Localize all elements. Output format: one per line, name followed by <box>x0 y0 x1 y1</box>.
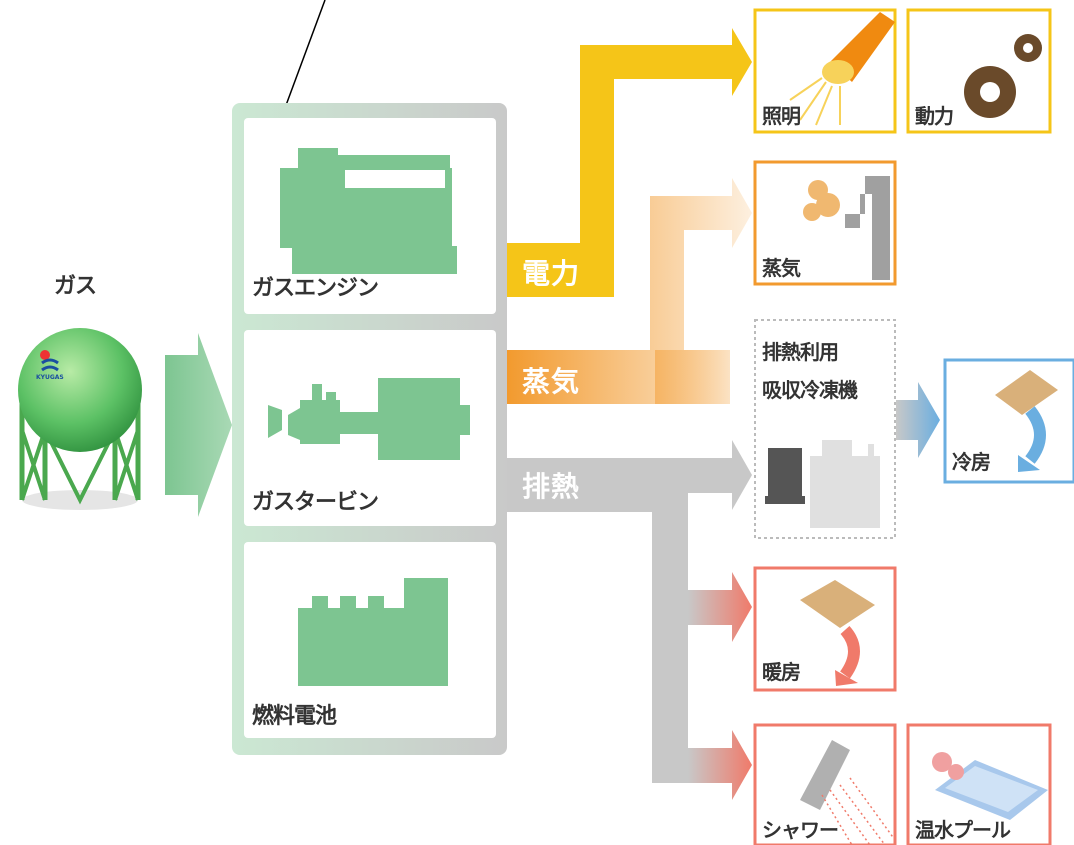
electricity-flow-label: 電力 <box>522 257 581 290</box>
pool-label: 温水プール <box>915 818 1011 842</box>
electricity-flow <box>507 28 752 297</box>
shower-head-icon <box>800 740 896 845</box>
exhaust-heat-flow-label: 排熱 <box>522 470 581 503</box>
heating-panel-icon <box>800 580 875 686</box>
pool-icon <box>932 752 1048 820</box>
gas-source-label: ガス <box>54 274 97 299</box>
gas-tank-icon <box>18 328 142 510</box>
heating-label: 暖房 <box>762 660 801 684</box>
cooling-box <box>943 358 1074 484</box>
gas-engine-label: ガスエンジン <box>252 276 379 301</box>
chiller-label-line2: 吸収冷凍機 <box>762 378 858 402</box>
heating-arrow <box>688 572 752 642</box>
input-arrow <box>165 333 232 517</box>
gas-turbine-icon <box>268 378 470 460</box>
cooling-arrow <box>896 382 940 458</box>
steam-use-label: 蒸気 <box>762 256 801 280</box>
fuel-cell-icon <box>298 578 448 686</box>
shower-arrow <box>688 730 752 800</box>
gear-icon <box>964 34 1042 118</box>
shower-label: シャワー <box>762 818 839 842</box>
lighting-label: 照明 <box>762 104 801 128</box>
cooling-panel-icon <box>995 370 1058 472</box>
steam-flow-label: 蒸気 <box>522 365 581 398</box>
gas-turbine-label: ガスタービン <box>252 490 379 515</box>
steam-pipe-icon <box>803 176 890 280</box>
light-bulb-icon <box>789 12 895 126</box>
chiller-label-line1: 排熱利用 <box>762 340 839 364</box>
tank-mark: KYUGAS <box>36 374 64 381</box>
fuel-cell-label: 燃料電池 <box>252 704 337 729</box>
cooling-label: 冷房 <box>952 450 991 474</box>
gas-engine-icon <box>280 148 457 274</box>
exhaust-heat-flow <box>507 440 752 783</box>
power-label: 動力 <box>915 104 954 128</box>
absorption-chiller-icon <box>765 440 880 528</box>
